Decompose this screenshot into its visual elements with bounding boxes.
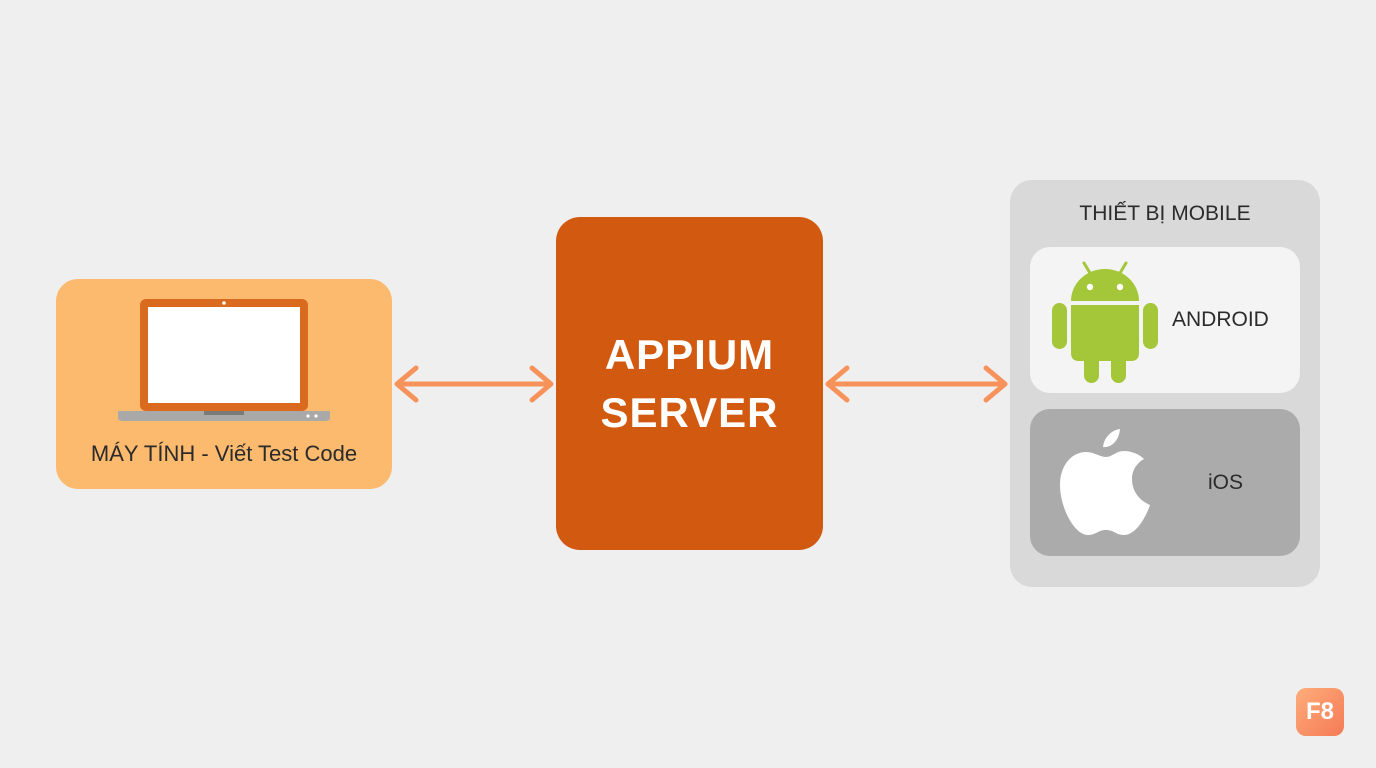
apple-icon bbox=[1060, 429, 1150, 535]
android-icon bbox=[1052, 261, 1158, 383]
arrow-server-mobile bbox=[825, 365, 1008, 403]
computer-node: MÁY TÍNH - Viết Test Code bbox=[56, 279, 392, 489]
android-card: ANDROID bbox=[1030, 247, 1300, 393]
arrow-computer-server bbox=[394, 365, 554, 403]
server-title-line2: SERVER bbox=[600, 388, 779, 436]
android-label: ANDROID bbox=[1172, 308, 1269, 331]
mobile-devices-node: THIẾT BỊ MOBILE ANDROID iOS bbox=[1010, 180, 1320, 587]
computer-label: MÁY TÍNH - Viết Test Code bbox=[90, 441, 358, 466]
ios-card: iOS bbox=[1030, 409, 1300, 556]
server-title-line1: APPIUM bbox=[604, 330, 775, 378]
appium-server-node: APPIUM SERVER bbox=[556, 217, 823, 550]
f8-logo-badge: F8 bbox=[1296, 688, 1344, 736]
mobile-title: THIẾT BỊ MOBILE bbox=[1079, 202, 1251, 225]
ios-label: iOS bbox=[1208, 471, 1244, 494]
laptop-icon bbox=[118, 299, 330, 421]
